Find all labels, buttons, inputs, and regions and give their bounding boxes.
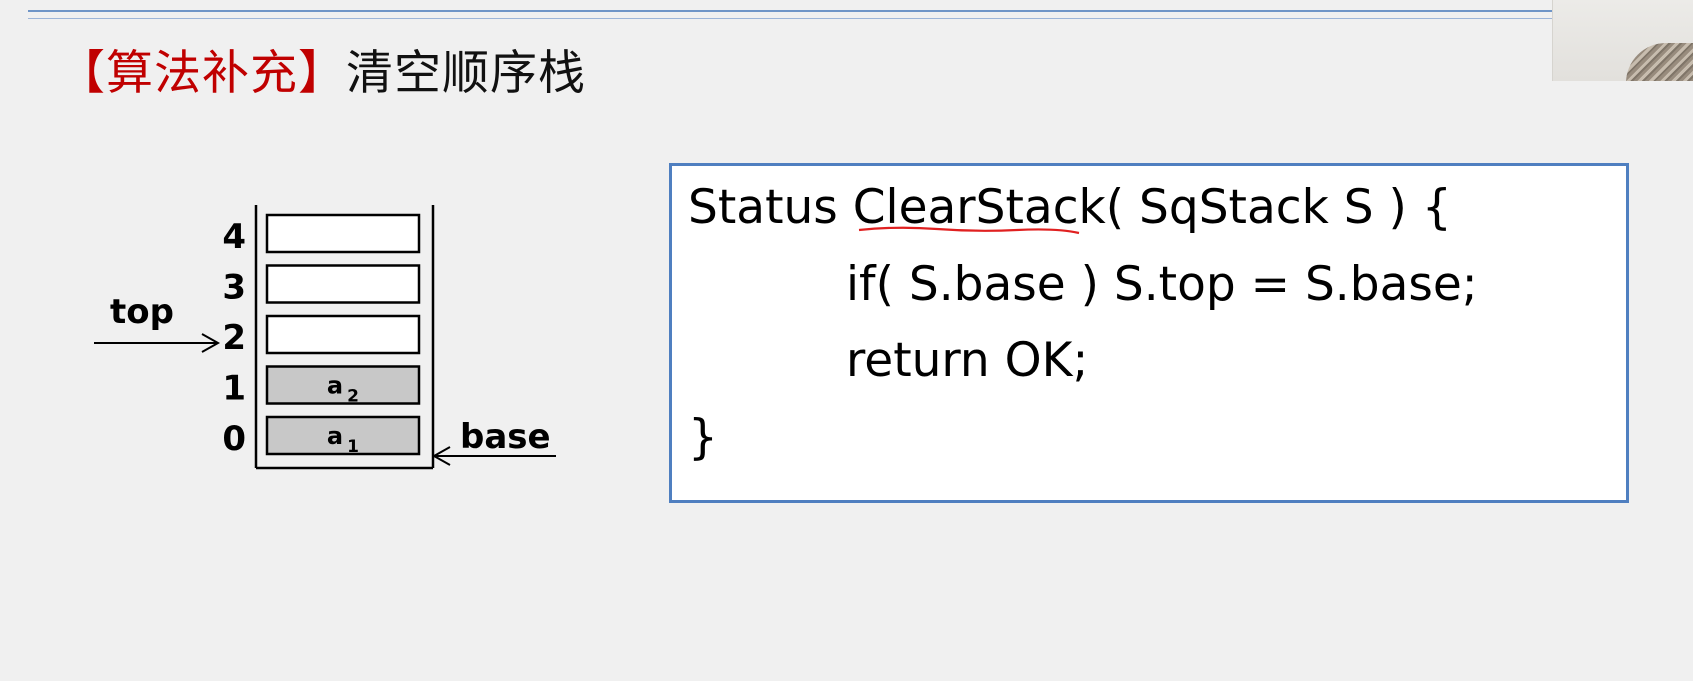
- slide-title: 【算法补充】清空顺序栈: [58, 44, 586, 104]
- base-pointer-label: base: [460, 417, 551, 457]
- stack-slot-0: [265, 415, 421, 456]
- stack-index-0: 0: [222, 419, 246, 459]
- spellcheck-squiggle: [858, 226, 1080, 235]
- presenter-video-thumbnail: [1552, 0, 1693, 81]
- stack-element-subscript-1: 2: [347, 387, 359, 407]
- top-arrow-head: [201, 333, 221, 353]
- stack-slot-3: [265, 264, 421, 304]
- code-line-2: if( S.base ) S.top = S.base;: [846, 257, 1478, 312]
- stack-slot-1: [265, 365, 421, 405]
- stack-index-1: 1: [222, 369, 246, 409]
- title-main: 清空顺序栈: [346, 46, 586, 101]
- presenter-clothing-image: [1626, 43, 1693, 81]
- code-function-name: ClearStack: [852, 180, 1106, 235]
- code-return-type: Status: [688, 180, 853, 235]
- stack-slot-4: [265, 213, 421, 254]
- header-rule-thin: [28, 18, 1552, 19]
- stack-index-2: 2: [222, 318, 246, 358]
- stack-element-subscript-0: 1: [347, 437, 359, 457]
- code-line-3: return OK;: [846, 333, 1089, 388]
- base-arrow-head: [431, 446, 451, 466]
- code-signature-rest: ( SqStack S ) {: [1105, 180, 1452, 235]
- stack-element-1: a: [327, 372, 343, 400]
- code-line-1: Status ClearStack( SqStack S ) {: [688, 180, 1452, 236]
- code-line-4: }: [688, 410, 718, 465]
- stack-index-3: 3: [222, 268, 246, 308]
- top-pointer-label: top: [110, 292, 174, 332]
- code-block: Status ClearStack( SqStack S ) { if( S.b…: [669, 163, 1629, 503]
- stack-index-4: 4: [222, 217, 246, 257]
- header-rule: [28, 10, 1552, 12]
- stack-slot-2: [265, 314, 421, 355]
- stack-element-0: a: [327, 422, 343, 450]
- title-tag: 【算法补充】: [58, 46, 346, 101]
